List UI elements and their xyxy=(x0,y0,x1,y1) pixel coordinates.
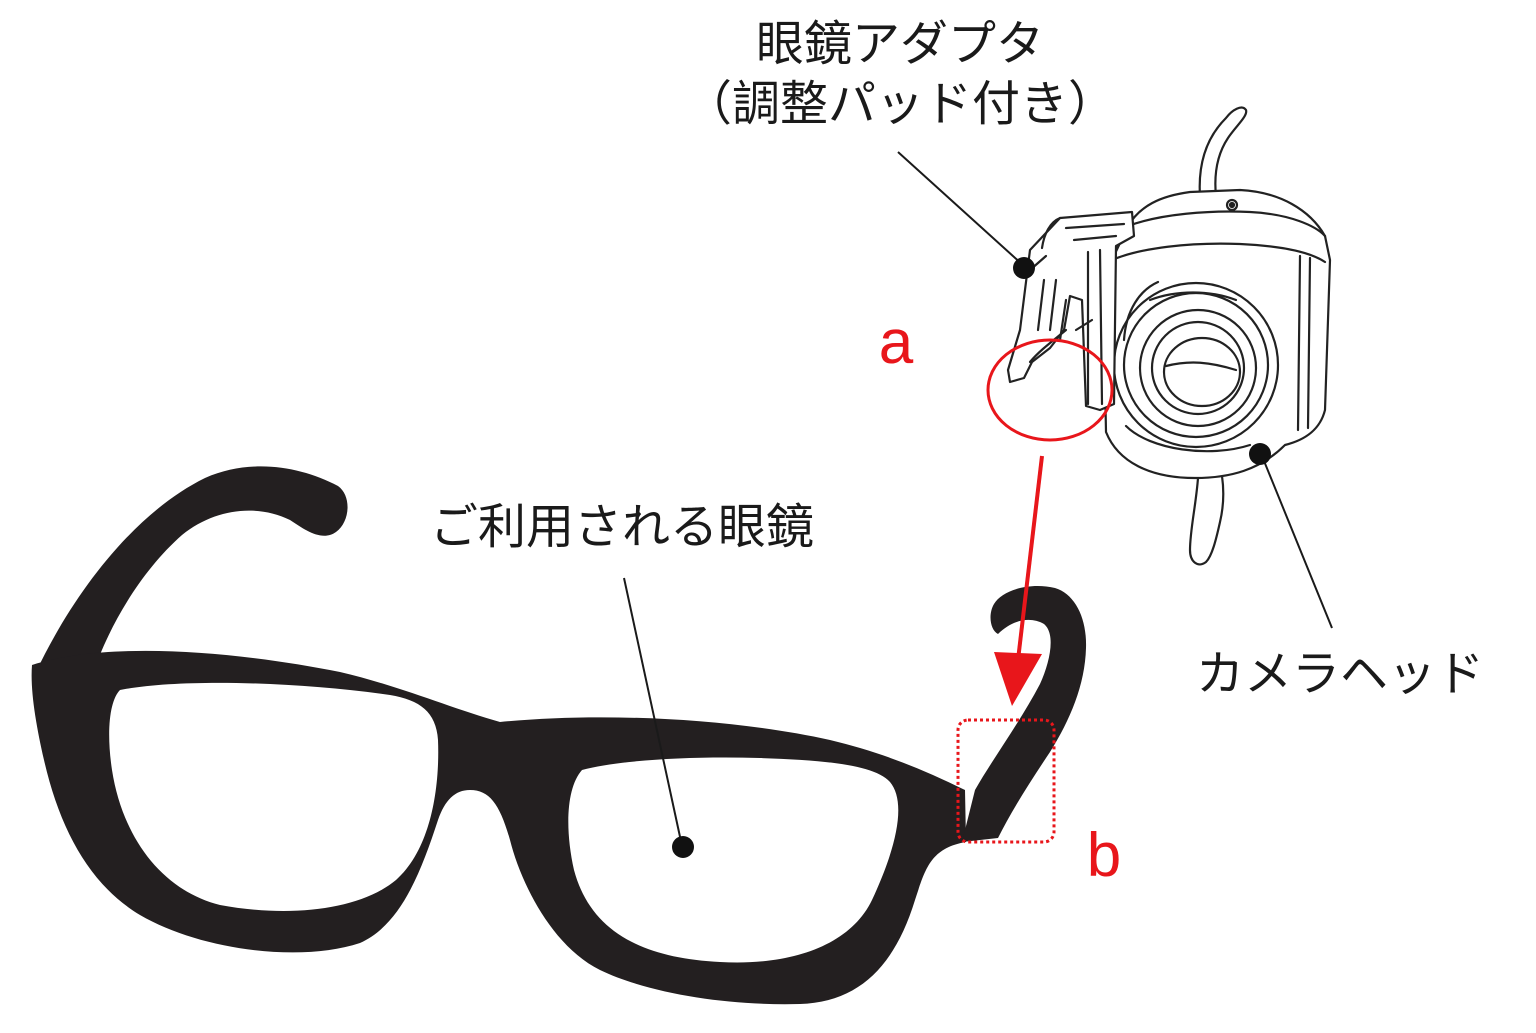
cable-top xyxy=(1198,106,1248,198)
leader-lines xyxy=(623,151,1333,847)
camera-head-icon xyxy=(1006,106,1332,566)
lens-ring-outer xyxy=(1112,281,1280,449)
right-temple-arm xyxy=(962,585,1087,842)
left-temple-arm xyxy=(36,466,348,676)
adapter-callout-dot xyxy=(1013,257,1035,279)
adapter-label-line1: 眼鏡アダプタ xyxy=(756,16,1044,72)
eyeglasses-icon xyxy=(31,466,1087,1005)
cable-bottom xyxy=(1188,474,1225,566)
adapter-pad-highlight xyxy=(986,338,1114,442)
glasses-label: ご利用される眼鏡 xyxy=(430,499,814,555)
marker-b: b xyxy=(1087,821,1121,890)
glasses-frame xyxy=(31,650,967,1005)
camera-callout-dot xyxy=(1249,443,1271,465)
arrowhead-icon xyxy=(994,652,1042,706)
glasses-callout-dot xyxy=(672,836,694,858)
adapter-label-line2: （調整パッド付き） xyxy=(684,76,1116,132)
marker-a: a xyxy=(879,308,914,377)
glasses-adapter xyxy=(1006,210,1136,412)
camera-head-label: カメラヘッド xyxy=(1196,646,1484,702)
attach-direction-arrow xyxy=(1016,455,1044,661)
temple-attach-area xyxy=(956,718,1056,844)
